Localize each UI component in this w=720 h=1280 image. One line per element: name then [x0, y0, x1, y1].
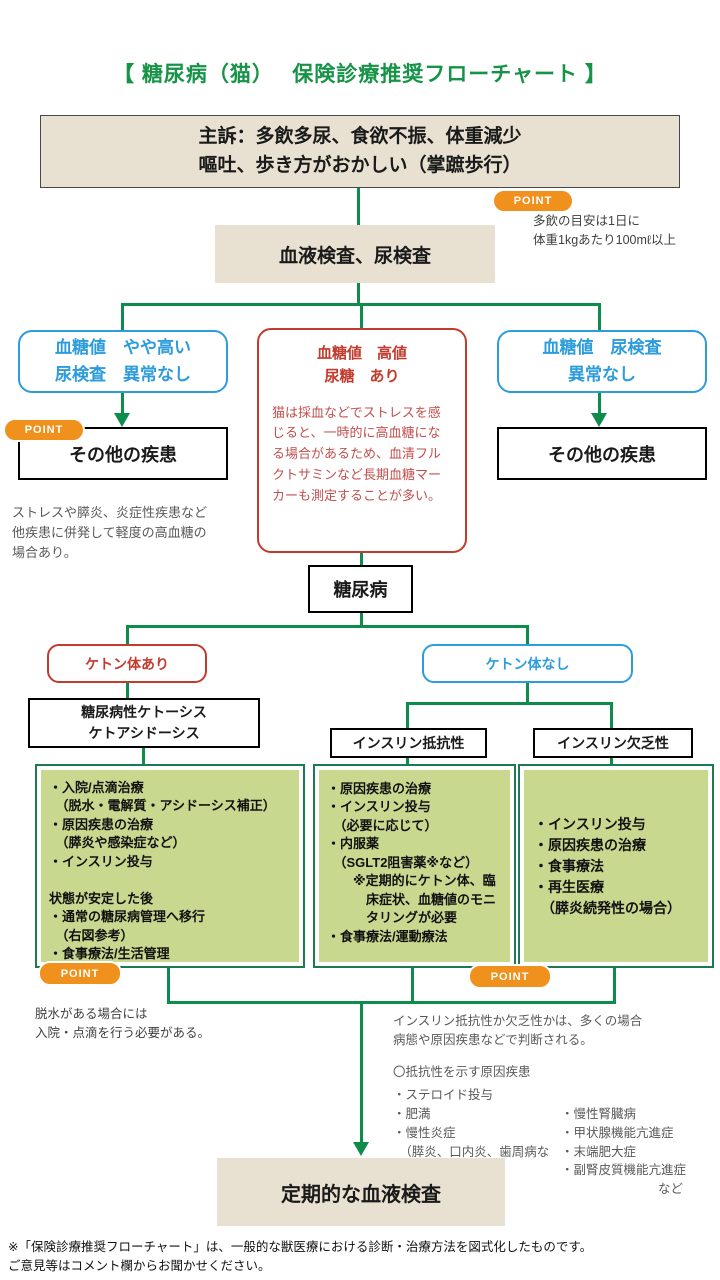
point-badge-label: POINT: [490, 970, 530, 983]
point-note-stress: ストレスや膵炎、炎症性疾患など 他疾患に併発して軽度の高血糖の 場合あり。: [12, 505, 208, 561]
resistance-cause-etc: など: [657, 1182, 683, 1196]
footer-disclaimer: ※「保険診療推奨フローチャート」は、一般的な獣医療における診断・治療方法を図式化…: [8, 1240, 593, 1273]
arrow-down-icon: [353, 1142, 369, 1156]
connector-line: [167, 968, 170, 1001]
connector-line: [613, 968, 616, 1001]
result-high-glucose-note: 猫は採血などでストレスを感じると、一時的に高血糖になる場合があるため、血清フルク…: [272, 404, 442, 503]
connector-line: [526, 625, 529, 644]
connector-line: [360, 553, 363, 565]
connector-line: [126, 683, 129, 698]
resistance-cause-columns: ・ステロイド投与 ・肥満 ・慢性炎症 （膵炎、口内炎、歯周病など） ・慢性腎臓病…: [393, 1086, 715, 1217]
point-badge: POINT: [38, 961, 122, 986]
node-chief-complaint: 主訴：多飲多尿、食欲不振、体重減少 嘔吐、歩き方がおかしい（掌蹠歩行）: [40, 115, 680, 188]
connector-line: [360, 303, 363, 328]
connector-line: [142, 748, 145, 764]
connector-line: [598, 393, 601, 415]
point-badge-label: POINT: [24, 424, 64, 436]
node-treatment-resistant: ・原因疾患の治療 ・インスリン投与 （必要に応じて） ・内服薬 （SGLT2阻害…: [313, 764, 516, 968]
node-diabetes: 糖尿病: [308, 565, 413, 613]
connector-line: [360, 1001, 363, 1142]
connector-line: [126, 625, 129, 644]
treatment-ketosis-text: ・入院/点滴治療 （脱水・電解質・アシドーシス補正） ・原因疾患の治療 （膵炎や…: [41, 770, 299, 962]
point-badge: POINT: [492, 189, 574, 213]
arrow-down-icon: [591, 413, 607, 427]
connector-line: [406, 758, 409, 764]
point-badge-label: POINT: [513, 195, 553, 207]
point-note-drinking: 多飲の目安は1日に 体重1kgあたり100mℓ以上: [533, 214, 676, 248]
connector-line: [406, 702, 613, 705]
resistance-cause-col2-list: ・慢性腎臓病 ・甲状腺機能亢進症 ・末端肥大症 ・副腎皮質機能亢進症: [561, 1107, 687, 1178]
treatment-deficient-text: ・インスリン投与 ・原因疾患の治療 ・食事療法 ・再生医療 （膵炎続発性の場合）: [524, 770, 708, 962]
node-ketosis: 糖尿病性ケトーシス ケトアシドーシス: [28, 698, 260, 748]
point-note-dehydration: 脱水がある場合には 入院・点滴を行う必要がある。: [35, 1007, 211, 1041]
connector-line: [598, 303, 601, 330]
node-ketone-positive: ケトン体あり: [47, 644, 207, 683]
node-treatment-deficient: ・インスリン投与 ・原因疾患の治療 ・食事療法 ・再生医療 （膵炎続発性の場合）: [518, 764, 714, 968]
connector-line: [167, 1001, 616, 1004]
node-result-high-glucose: 血糖値 高値 尿糖 あり 猫は採血などでストレスを感じると、一時的に高血糖になる…: [257, 328, 467, 553]
arrow-down-icon: [114, 413, 130, 427]
connector-line: [121, 393, 124, 415]
result-high-glucose-title: 血糖値 高値 尿糖 あり: [316, 345, 407, 386]
connector-line: [360, 613, 363, 625]
resistance-cause-col2: ・慢性腎臓病 ・甲状腺機能亢進症 ・末端肥大症 ・副腎皮質機能亢進症 など: [561, 1086, 711, 1217]
resistance-cause-col1: ・ステロイド投与 ・肥満 ・慢性炎症 （膵炎、口内炎、歯周病など）: [393, 1088, 550, 1177]
treatment-resistant-text: ・原因疾患の治療 ・インスリン投与 （必要に応じて） ・内服薬 （SGLT2阻害…: [319, 770, 510, 962]
connector-line: [610, 758, 613, 764]
node-result-normal: 血糖値 尿検査 異常なし: [497, 330, 707, 393]
point-note-resistance-block: インスリン抵抗性か欠乏性かは、多くの場合 病態や原因疾患などで判断される。 〇抵…: [393, 1012, 715, 1218]
node-blood-urine-test: 血液検査、尿検査: [215, 225, 495, 283]
connector-line: [610, 702, 613, 728]
connector-line: [406, 702, 409, 728]
node-ketone-negative: ケトン体なし: [422, 644, 633, 683]
connector-line: [121, 303, 124, 330]
node-other-disease-right: その他の疾患: [497, 427, 707, 480]
point-badge: POINT: [3, 418, 85, 442]
node-insulin-deficient: インスリン欠乏性: [533, 728, 693, 758]
resistance-note-intro: インスリン抵抗性か欠乏性かは、多くの場合 病態や原因疾患などで判断される。: [393, 1014, 643, 1047]
point-badge-label: POINT: [60, 967, 100, 980]
resistance-note-heading: 〇抵抗性を示す原因疾患: [393, 1064, 531, 1079]
connector-line: [357, 188, 360, 225]
node-result-slightly-high: 血糖値 やや高い 尿検査 異常なし: [18, 330, 228, 393]
node-periodic-blood-test: 定期的な血液検査: [217, 1158, 505, 1226]
node-insulin-resistant: インスリン抵抗性: [330, 728, 487, 758]
point-badge: POINT: [468, 964, 552, 989]
node-treatment-ketosis: ・入院/点滴治療 （脱水・電解質・アシドーシス補正） ・原因疾患の治療 （膵炎や…: [35, 764, 305, 968]
connector-line: [126, 625, 529, 628]
connector-line: [357, 283, 360, 303]
connector-line: [411, 968, 414, 1001]
page-title: 【 糖尿病（猫） 保険診療推奨フローチャート 】: [113, 63, 607, 86]
connector-line: [526, 683, 529, 702]
